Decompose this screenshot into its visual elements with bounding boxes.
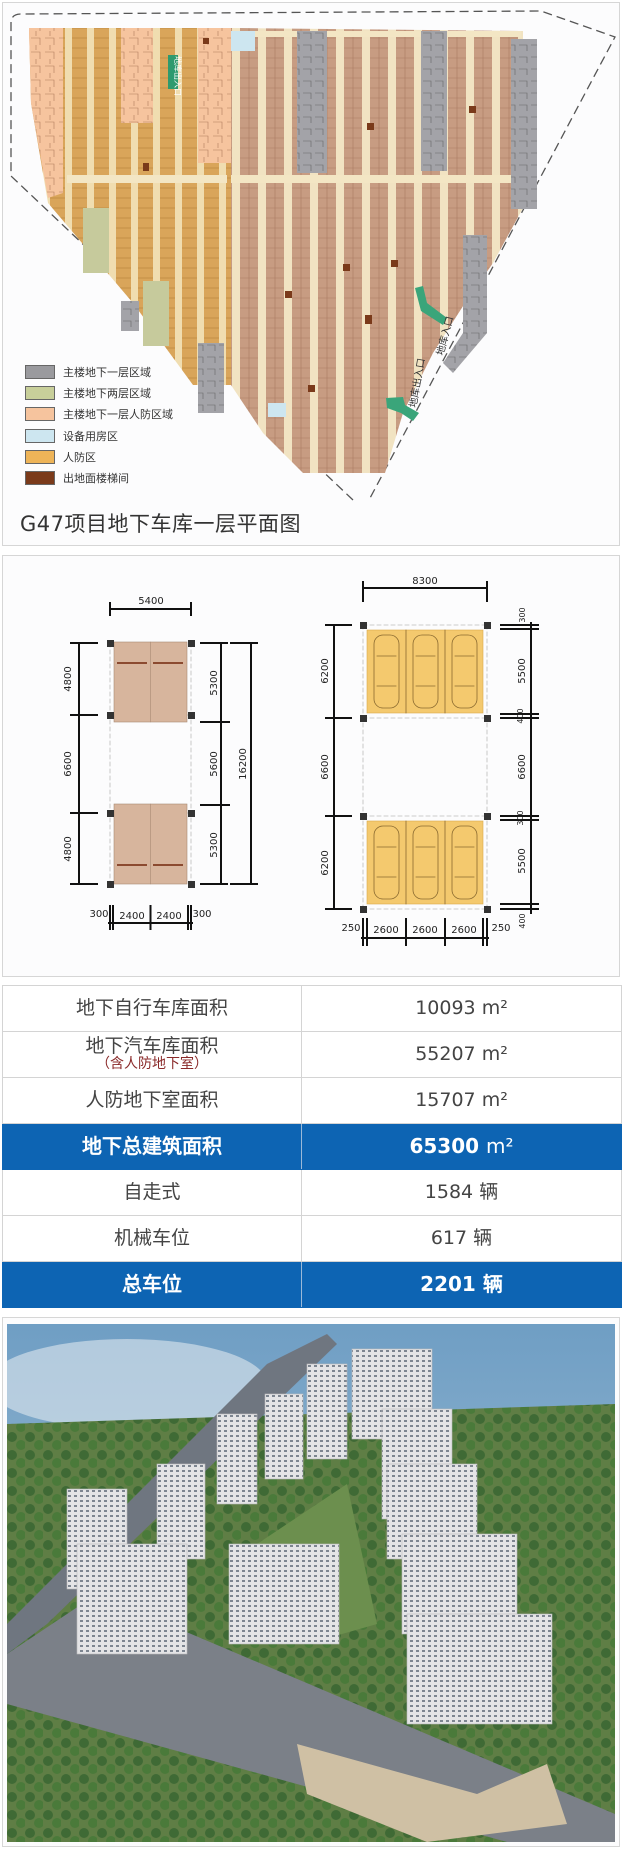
dim-right: 400 — [516, 708, 525, 723]
row-label: 地下汽车库面积（含人防地下室） — [2, 1031, 302, 1078]
dim-left: 4800 — [63, 836, 74, 861]
legend-label: 人防区 — [63, 450, 96, 464]
car-icon — [412, 825, 439, 900]
row-sublabel: （含人防地下室） — [96, 1056, 208, 1073]
floorplan-drawing: 地库出入口 地库入口 地库出入口 — [10, 10, 616, 501]
dim-right: 400 — [518, 913, 527, 928]
dim-bottom: 2400 — [119, 911, 144, 922]
dim-top: 8300 — [412, 576, 437, 587]
row-label: 自走式 — [2, 1169, 302, 1216]
dim-left: 6600 — [63, 751, 74, 776]
legend-swatch — [25, 471, 55, 486]
dim-right: 6600 — [517, 754, 528, 779]
dim-bottom: 2600 — [451, 925, 476, 936]
row-label: 地下总建筑面积 — [2, 1123, 302, 1170]
building — [306, 1363, 348, 1460]
row-value: 10093 m² — [301, 985, 622, 1032]
legend-swatch — [25, 449, 55, 464]
dim-right: 5500 — [517, 658, 528, 683]
car-icon — [412, 634, 439, 709]
car-icon — [373, 634, 400, 709]
dim-bottom: 300 — [89, 909, 108, 920]
building — [264, 1393, 304, 1480]
legend-label: 设备用房区 — [63, 429, 118, 443]
building — [406, 1613, 553, 1725]
legend-item: 出地面楼梯间 — [25, 467, 173, 488]
legend-item: 主楼地下两层区域 — [25, 382, 173, 403]
self-park-diagram: 8300 6200 6600 6200 300 5500 400 6600 30… — [320, 576, 539, 946]
legend-swatch — [25, 407, 55, 422]
table-row: 地下汽车库面积（含人防地下室）55207 m² — [2, 1031, 622, 1078]
row-value: 1584 辆 — [301, 1169, 622, 1216]
mechanical-parking-diagram: 5400 4800 6600 4800 5300 5600 5300 16200… — [63, 596, 258, 930]
legend-swatch — [25, 385, 55, 400]
building — [216, 1413, 258, 1505]
legend-swatch — [25, 428, 55, 443]
row-value: 15707 m² — [301, 1077, 622, 1124]
dim-bottom: 250 — [491, 923, 510, 934]
row-value: 65300 m² — [301, 1123, 622, 1170]
parking-diagrams: 5400 4800 6600 4800 5300 5600 5300 16200… — [63, 576, 539, 946]
site-boundary — [10, 10, 616, 501]
legend-swatch — [25, 364, 55, 379]
legend-label: 主楼地下一层人防区域 — [63, 408, 173, 422]
dim-left: 6200 — [320, 658, 331, 683]
rendering-panel — [2, 1317, 620, 1847]
parking-diagrams-panel: 5400 4800 6600 4800 5300 5600 5300 16200… — [2, 555, 620, 977]
dim-left: 4800 — [63, 666, 74, 691]
building — [76, 1543, 188, 1655]
parking-bay — [366, 629, 484, 714]
legend-item: 人防区 — [25, 446, 173, 467]
ramp-top-label: 地库出入口 — [173, 56, 183, 96]
building — [156, 1463, 206, 1560]
legend-item: 主楼地下一层人防区域 — [25, 404, 173, 425]
dim-bottom: 300 — [192, 909, 211, 920]
dim-bottom: 2400 — [156, 911, 181, 922]
parking-bay — [366, 820, 484, 905]
dim-right: 5300 — [209, 670, 220, 695]
legend-item: 设备用房区 — [25, 425, 173, 446]
row-value: 2201 辆 — [301, 1261, 622, 1308]
dim-right: 5300 — [209, 832, 220, 857]
row-label: 机械车位 — [2, 1215, 302, 1262]
ramp-top — [168, 55, 178, 89]
floorplan-caption: G47项目地下车库一层平面图 — [20, 512, 301, 536]
car-icon — [451, 825, 478, 900]
legend-label: 主楼地下两层区域 — [63, 386, 151, 400]
row-label: 人防地下室面积 — [2, 1077, 302, 1124]
dim-left: 6200 — [320, 850, 331, 875]
row-value: 55207 m² — [301, 1031, 622, 1078]
aerial-rendering-image — [7, 1324, 615, 1842]
ramp-exit — [386, 397, 419, 421]
building — [228, 1543, 340, 1645]
legend-label: 主楼地下一层区域 — [63, 365, 151, 379]
dim-bottom: 250 — [341, 923, 360, 934]
dim-right: 5600 — [209, 751, 220, 776]
dim-right: 5500 — [517, 848, 528, 873]
dim-bottom: 2600 — [412, 925, 437, 936]
dim-top: 5400 — [138, 596, 163, 607]
dim-right: 300 — [516, 810, 525, 825]
dim-outer: 16200 — [238, 748, 249, 780]
row-label: 总车位 — [2, 1261, 302, 1308]
floorplan-panel: 地库出入口 地库入口 地库出入口 主楼地下一层区域 主楼地下两层区域 主楼地下一… — [2, 2, 620, 546]
legend-label: 出地面楼梯间 — [63, 472, 129, 486]
dim-right: 300 — [518, 607, 527, 622]
dim-left: 6600 — [320, 754, 331, 779]
car-icon — [373, 825, 400, 900]
dim-bottom: 2600 — [373, 925, 398, 936]
car-icon — [451, 634, 478, 709]
legend-item: 主楼地下一层区域 — [25, 361, 173, 382]
floorplan-legend: 主楼地下一层区域 主楼地下两层区域 主楼地下一层人防区域 设备用房区 人防区 出… — [25, 361, 173, 489]
row-label: 地下自行车库面积 — [2, 985, 302, 1032]
ramp-entrance — [415, 286, 447, 325]
row-value: 617 辆 — [301, 1215, 622, 1262]
